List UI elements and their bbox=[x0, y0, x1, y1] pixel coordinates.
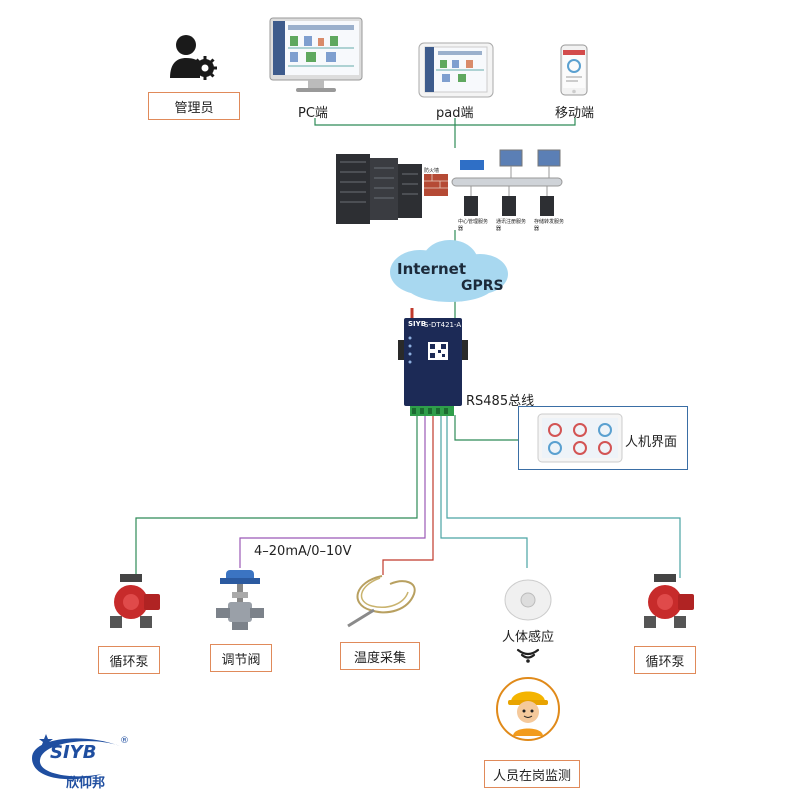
valve-label: 调节阀 bbox=[221, 652, 261, 668]
dtu-brand: SIYB bbox=[408, 320, 427, 328]
worker-avatar-icon bbox=[495, 676, 561, 742]
device-to-pump-right-line bbox=[446, 415, 681, 578]
hmi-box: 人机界面 bbox=[518, 406, 688, 470]
hmi-screen-icon bbox=[537, 413, 623, 463]
pad-icon bbox=[418, 42, 494, 98]
mobile-icon bbox=[560, 44, 588, 96]
pad-label: pad端 bbox=[436, 106, 474, 121]
valve-label-box: 调节阀 bbox=[210, 644, 272, 672]
server-3-label: 存储转发服务器 bbox=[534, 219, 565, 232]
signal-range-label: 4–20mA/0–10V bbox=[254, 544, 352, 559]
gprs-label: GPRS bbox=[461, 278, 504, 294]
temp-label: 温度采集 bbox=[353, 650, 406, 666]
valve-icon bbox=[214, 568, 266, 634]
internet-cloud: Internet GPRS bbox=[385, 238, 515, 304]
device-to-hmi-line bbox=[454, 415, 518, 441]
device-to-pump-left-line bbox=[135, 415, 418, 578]
firewall-label: 防火墙 bbox=[424, 168, 440, 174]
pump-right-label: 循环泵 bbox=[645, 654, 685, 670]
hmi-label: 人机界面 bbox=[625, 435, 678, 450]
pc-label: PC端 bbox=[298, 106, 328, 121]
dtu-model: S-DT421-A bbox=[424, 321, 462, 329]
worker-label: 人员在岗监测 bbox=[492, 768, 571, 784]
dtu-device: SIYB S-DT421-A bbox=[398, 308, 468, 418]
server-room: 防火墙 中心管理服务器 通讯注册服务器 存储转发服务器 bbox=[332, 148, 580, 232]
pump-left-icon bbox=[106, 572, 162, 632]
admin-label-box: 管理员 bbox=[148, 92, 240, 120]
admin-label: 管理员 bbox=[174, 100, 214, 116]
pump-left-label-box: 循环泵 bbox=[98, 646, 160, 674]
mobile-label: 移动端 bbox=[555, 106, 595, 121]
presence-sensor-icon bbox=[503, 578, 553, 622]
terminal-bus-line bbox=[314, 118, 576, 126]
wireless-signal-icon bbox=[514, 648, 542, 664]
device-to-sensor-line bbox=[440, 415, 528, 568]
server-2-label: 通讯注册服务器 bbox=[496, 219, 527, 232]
worker-label-box: 人员在岗监测 bbox=[484, 760, 580, 788]
server-1-label: 中心管理服务器 bbox=[458, 219, 489, 232]
internet-label: Internet bbox=[397, 260, 467, 278]
company-logo: SIYB ® 欣仰邦 bbox=[22, 728, 132, 791]
logo-registered: ® bbox=[120, 736, 129, 746]
logo-name-cn: 欣仰邦 bbox=[66, 776, 106, 791]
pump-right-icon bbox=[640, 572, 696, 632]
pc-monitor-icon bbox=[268, 16, 364, 94]
temp-label-box: 温度采集 bbox=[340, 642, 420, 670]
admin-icon bbox=[168, 32, 218, 82]
device-to-valve-line bbox=[239, 415, 426, 568]
temperature-probe-icon bbox=[344, 574, 420, 630]
pump-left-label: 循环泵 bbox=[109, 654, 149, 670]
device-to-temp-line bbox=[382, 415, 434, 575]
pump-right-label-box: 循环泵 bbox=[634, 646, 696, 674]
logo-mark: SIYB bbox=[50, 742, 97, 763]
server-room-graphic bbox=[332, 148, 580, 230]
rs485-label: RS485总线 bbox=[466, 394, 535, 409]
sensor-label: 人体感应 bbox=[502, 630, 555, 645]
